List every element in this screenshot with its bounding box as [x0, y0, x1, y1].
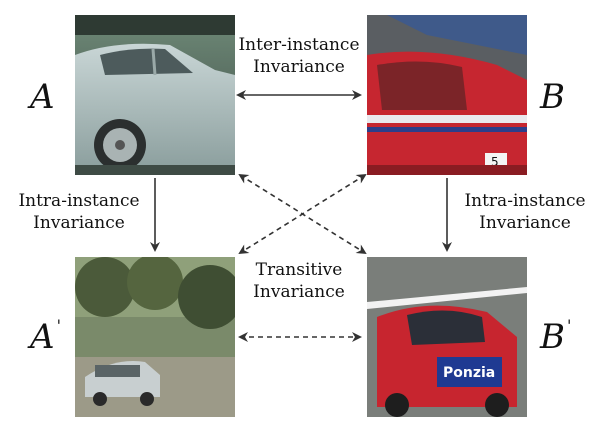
- label-a-text: A: [30, 77, 55, 117]
- intra-instance-right-caption: Intra-instance Invariance: [456, 190, 594, 234]
- label-a-prime: A': [30, 317, 61, 357]
- image-a: [75, 15, 235, 175]
- inter-instance-caption: Inter-instance Invariance: [232, 34, 366, 78]
- image-a-prime: [75, 257, 235, 417]
- silver-car-closeup-image: [75, 15, 235, 175]
- label-b: B: [540, 80, 565, 114]
- red-rally-car-closeup-image: 5: [367, 15, 527, 175]
- intra-instance-left-caption: Intra-instance Invariance: [10, 190, 148, 234]
- transitive-line1: Transitive: [255, 260, 343, 280]
- prime-mark: ': [56, 316, 61, 335]
- label-b-text: B: [540, 77, 565, 117]
- silver-car-road-image: [75, 257, 235, 417]
- image-b: 5: [367, 15, 527, 175]
- label-a-prime-text: A: [30, 317, 55, 357]
- diagonal-arrow-b-to-aprime: [238, 173, 367, 255]
- prime-mark: ': [567, 316, 572, 335]
- label-b-prime: B': [540, 317, 571, 357]
- intra-right-line1: Intra-instance: [464, 191, 586, 211]
- label-b-prime-text: B: [540, 317, 565, 357]
- transitive-line2: Invariance: [253, 282, 345, 302]
- red-rally-car-rear-image: Ponzia: [367, 257, 527, 417]
- intra-left-line1: Intra-instance: [18, 191, 140, 211]
- inter-instance-line2: Invariance: [253, 57, 345, 77]
- svg-text:Ponzia: Ponzia: [443, 365, 495, 381]
- transitive-caption: Transitive Invariance: [232, 259, 366, 303]
- svg-text:5: 5: [491, 155, 499, 169]
- inter-instance-line1: Inter-instance: [238, 35, 360, 55]
- label-a: A: [30, 80, 55, 114]
- intra-right-line2: Invariance: [479, 213, 571, 233]
- intra-left-line2: Invariance: [33, 213, 125, 233]
- image-b-prime: Ponzia: [367, 257, 527, 417]
